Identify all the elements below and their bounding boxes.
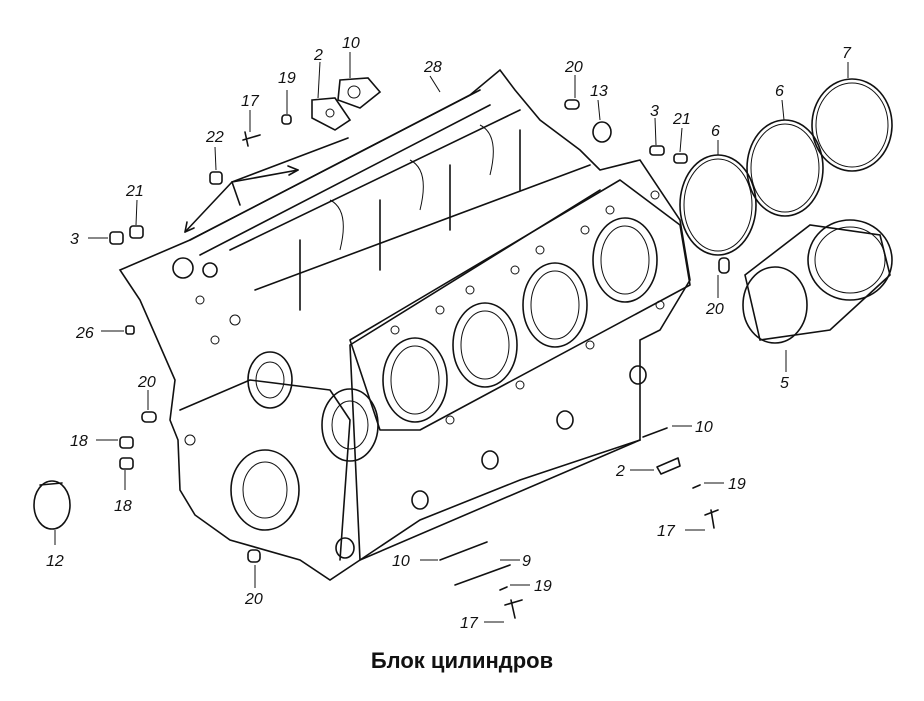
callout-19-top: 19 — [278, 70, 296, 87]
plug-12 — [33, 480, 71, 530]
callout-3-left: 3 — [70, 231, 79, 248]
callout-17-right: 17 — [657, 523, 676, 540]
direction-arrows — [184, 137, 349, 233]
callout-26: 26 — [75, 325, 94, 342]
callout-9: 9 — [522, 553, 531, 570]
seal-ring-6a — [679, 154, 757, 256]
callout-21-right: 21 — [672, 111, 691, 128]
callout-12: 12 — [46, 553, 64, 570]
callout-7: 7 — [842, 45, 852, 62]
callout-18-a: 18 — [70, 433, 88, 450]
callout-5: 5 — [780, 375, 789, 392]
callout-28: 28 — [423, 59, 442, 76]
callout-20-left: 20 — [137, 374, 156, 391]
callout-20-bottom: 20 — [244, 591, 263, 608]
diagram-caption: Блок цилиндров — [370, 648, 554, 673]
cover-2-top — [311, 97, 352, 131]
callout-6-b: 6 — [775, 83, 784, 100]
callout-labels: 10 2 19 17 22 28 20 13 3 21 6 6 7 21 3 2… — [46, 35, 852, 632]
small-parts — [109, 99, 730, 619]
leader-lines — [54, 52, 849, 623]
callout-2-top: 2 — [313, 47, 323, 64]
callout-22: 22 — [205, 129, 224, 146]
seal-ring-7 — [811, 78, 893, 172]
cylinder-liner-5 — [742, 219, 893, 344]
seal-ring-6b — [746, 119, 824, 217]
callout-2-right: 2 — [615, 463, 625, 480]
cylinder-block-drawing — [118, 68, 691, 581]
callout-19-bottom: 19 — [534, 578, 552, 595]
gasket-10-top — [337, 77, 382, 109]
callout-17-bottom: 17 — [460, 615, 479, 632]
callout-17-top: 17 — [241, 93, 260, 110]
callout-19-right: 19 — [728, 476, 746, 493]
callout-3-right: 3 — [650, 103, 659, 120]
callout-20-top: 20 — [564, 59, 583, 76]
callout-20-right: 20 — [705, 301, 724, 318]
callout-18-b: 18 — [114, 498, 132, 515]
callout-21-left: 21 — [125, 183, 144, 200]
callout-10-top: 10 — [342, 35, 360, 52]
callout-10-bottom: 10 — [392, 553, 410, 570]
callout-10-right: 10 — [695, 419, 713, 436]
callout-13: 13 — [590, 83, 608, 100]
callout-6-a: 6 — [711, 123, 720, 140]
